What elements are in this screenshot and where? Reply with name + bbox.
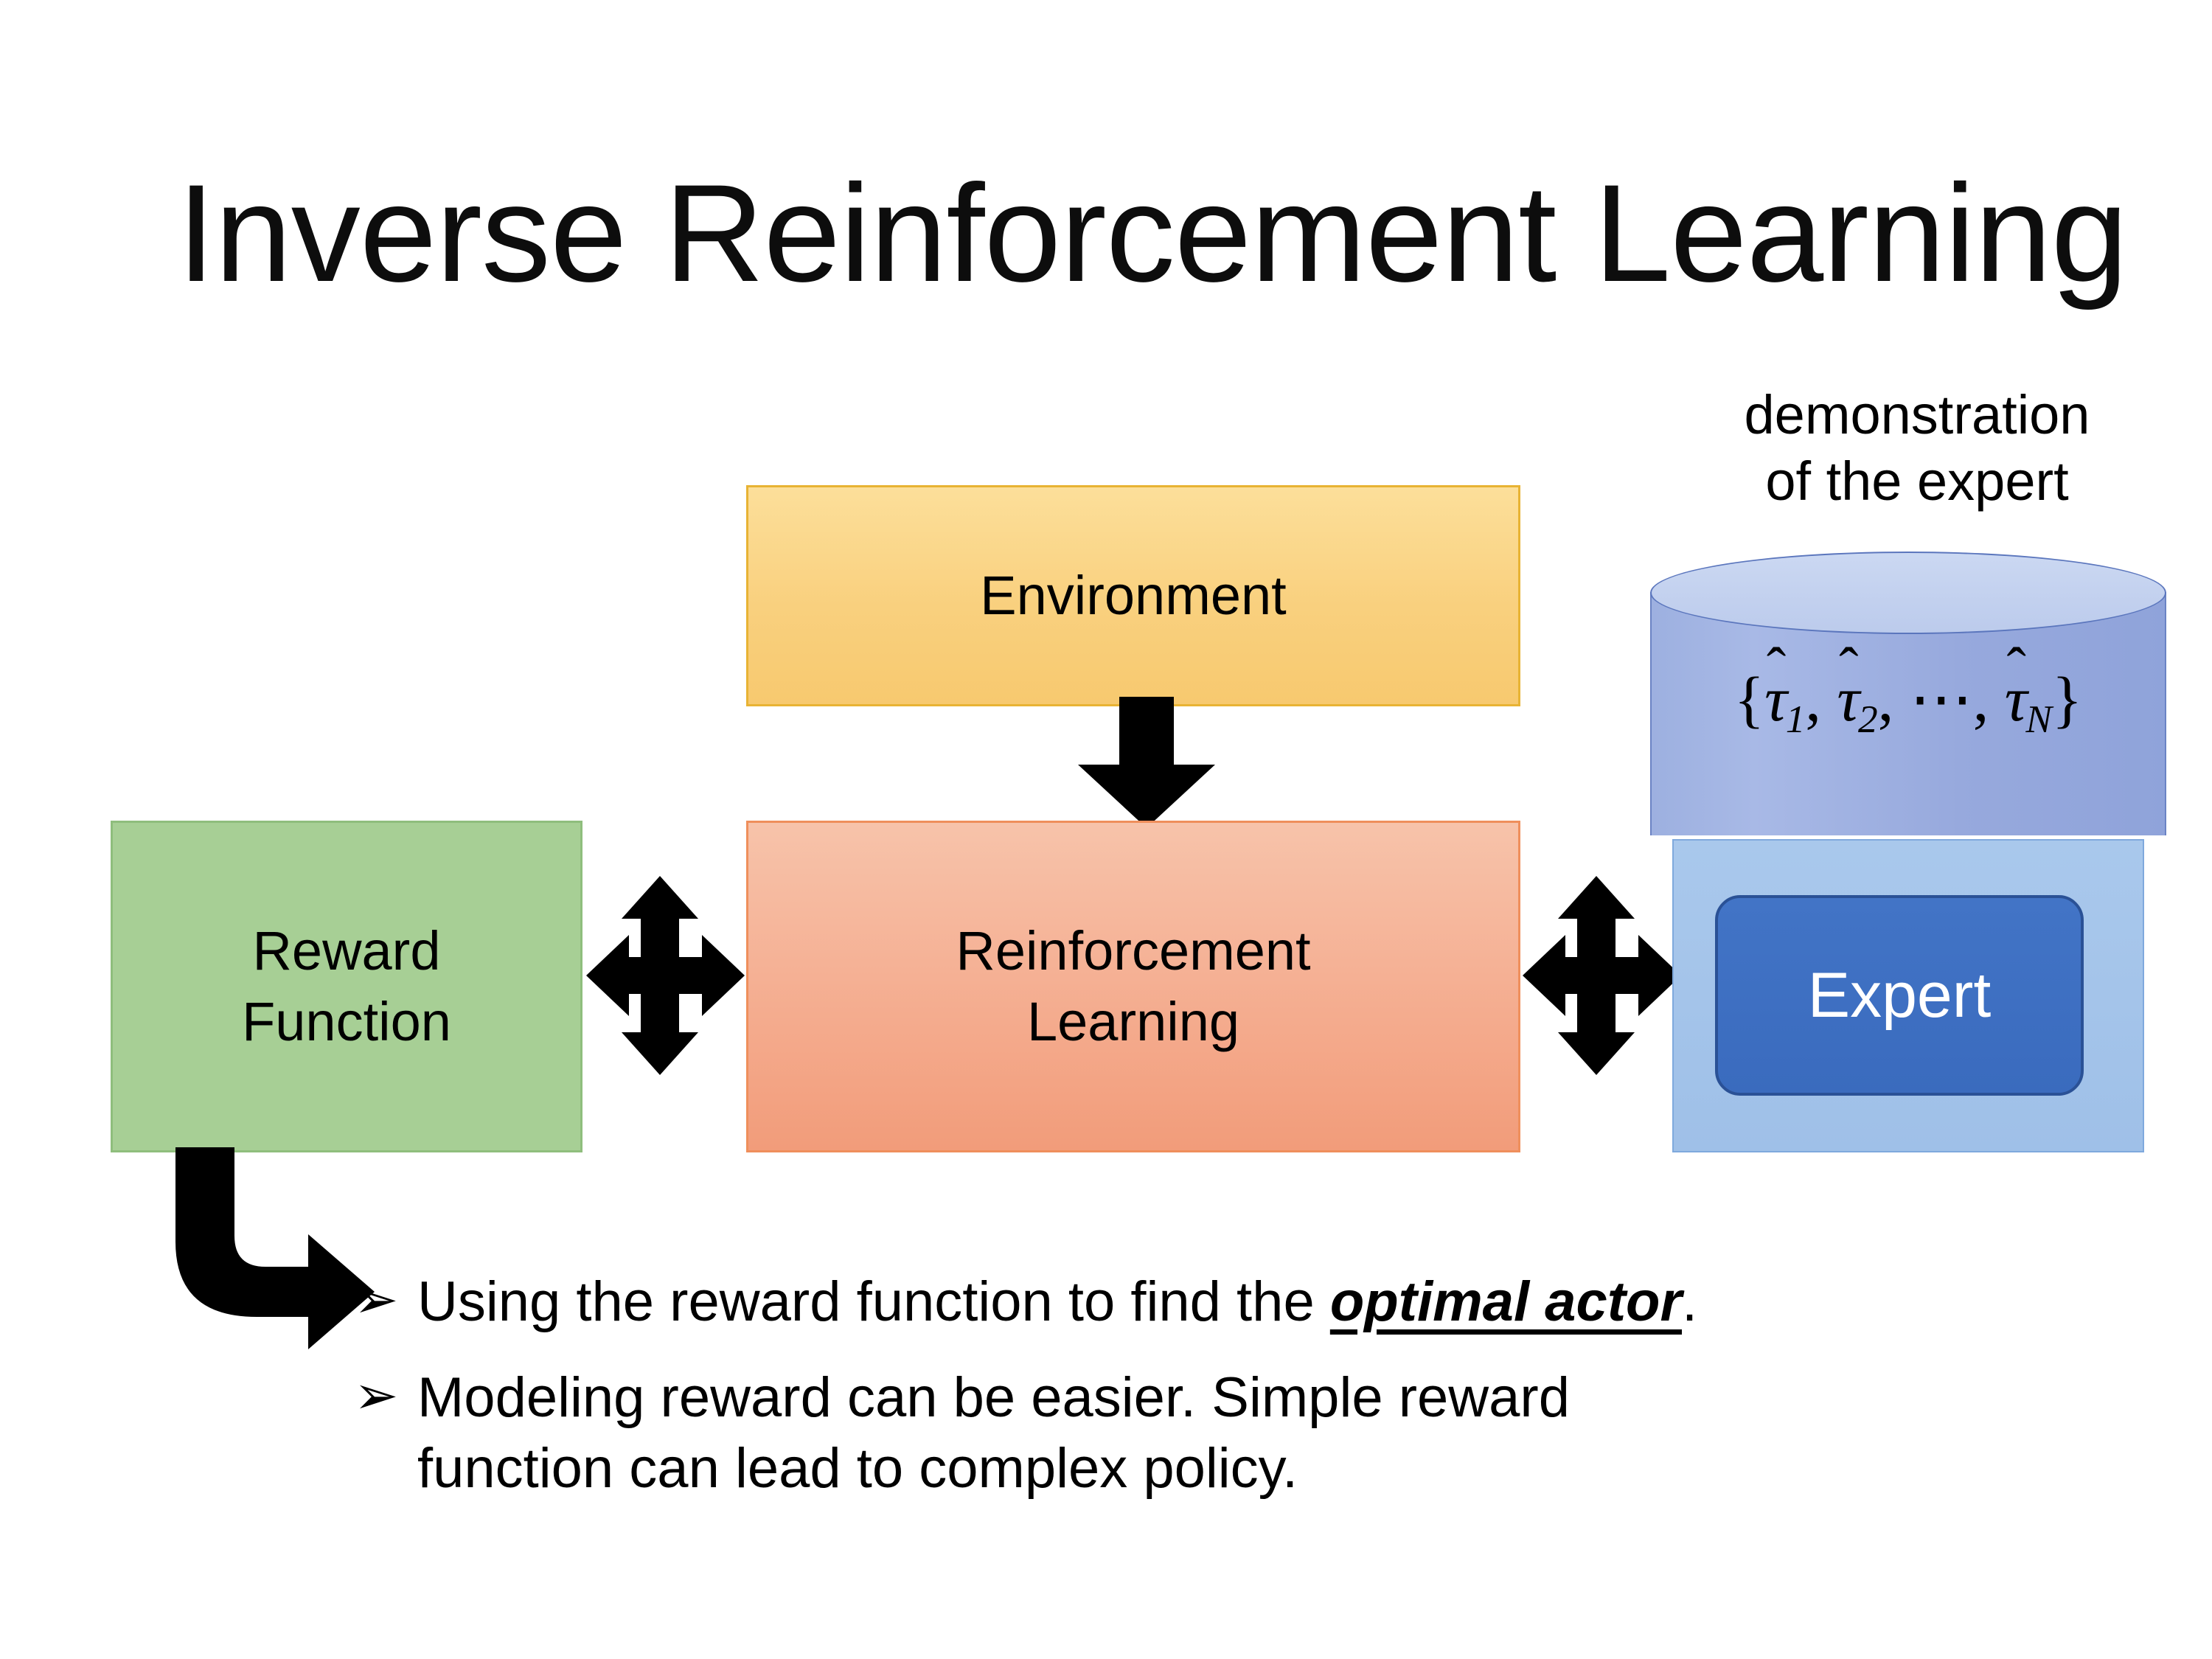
environment-label: Environment — [980, 564, 1287, 626]
formula-comma-1: , — [1805, 664, 1821, 734]
bullet-text-1: Using the reward function to find the op… — [417, 1267, 1697, 1338]
trajectory-set-formula: {τ1, τ2, ⋯, τN} — [1650, 662, 2166, 742]
reinforcement-learning-label: Reinforcement Learning — [956, 919, 1311, 1052]
formula-comma-2: , — [1877, 664, 1894, 734]
demonstration-caption-line2: of the expert — [1765, 451, 2069, 512]
bullet-1-text-after: . — [1682, 1270, 1698, 1333]
formula-comma-3: , — [1972, 664, 1989, 734]
demonstration-caption: demonstration of the expert — [1659, 382, 2175, 515]
bullet-arrow-icon: ➢ — [354, 1270, 399, 1329]
reward-function-label: Reward Function — [242, 919, 451, 1052]
formula-tau-2: τ — [1837, 662, 1860, 736]
formula-close-brace: } — [2051, 664, 2083, 734]
bullet-1-text-before: Using the reward function to find the — [417, 1270, 1330, 1333]
formula-sub-n: N — [2025, 696, 2052, 741]
bullet-arrow-icon: ➢ — [354, 1366, 399, 1425]
formula-tau-n: τ — [2005, 662, 2028, 736]
quad-arrow-rl-to-expert — [1523, 876, 1681, 1075]
bullet-2-line1: Modeling reward can be easier. Simple re… — [417, 1366, 1571, 1429]
formula-sub-2: 2 — [1858, 696, 1878, 741]
list-item: ➢ Using the reward function to find the … — [354, 1267, 2124, 1338]
bullet-text-2: Modeling reward can be easier. Simple re… — [417, 1363, 1570, 1504]
list-item: ➢ Modeling reward can be easier. Simple … — [354, 1363, 2124, 1504]
reinforcement-learning-box[interactable]: Reinforcement Learning — [746, 821, 1520, 1152]
formula-sub-1: 1 — [1785, 696, 1806, 741]
formula-open-brace: { — [1733, 664, 1765, 734]
formula-ellipsis: ⋯ — [1909, 664, 1973, 734]
demonstration-caption-line1: demonstration — [1744, 384, 2090, 445]
expert-button[interactable]: Expert — [1715, 895, 2084, 1096]
bullet-2-line2: function can lead to complex policy. — [417, 1436, 1298, 1500]
bullet-1-emphasis: optimal actor — [1329, 1270, 1683, 1333]
quad-arrow-reward-to-rl — [586, 876, 745, 1075]
bullet-list: ➢ Using the reward function to find the … — [354, 1267, 2124, 1528]
reward-function-box[interactable]: Reward Function — [111, 821, 582, 1152]
environment-box[interactable]: Environment — [746, 485, 1520, 706]
cylinder-top-ellipse — [1650, 552, 2166, 634]
page-title: Inverse Reinforcement Learning — [177, 156, 2128, 310]
formula-tau-1: τ — [1764, 662, 1787, 736]
expert-label: Expert — [1807, 959, 1992, 1031]
trajectory-database-cylinder[interactable]: {τ1, τ2, ⋯, τN} — [1650, 552, 2166, 869]
down-arrow-environment-to-rl — [1078, 697, 1215, 828]
bent-arrow-reward-to-bullets — [175, 1147, 375, 1349]
